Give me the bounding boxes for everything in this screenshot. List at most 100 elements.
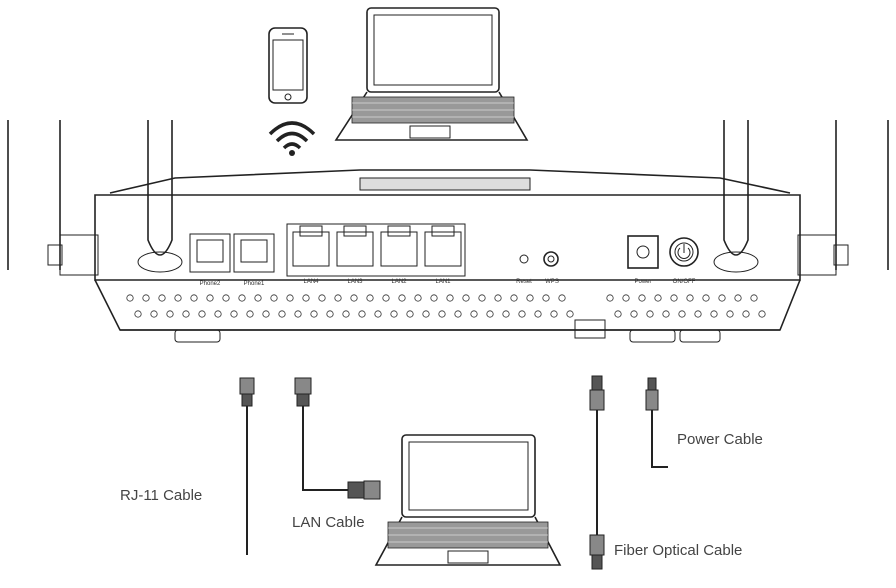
antenna-right-outer [835,120,889,270]
vent-hole [718,294,726,302]
vent-hole [158,294,166,302]
vent-hole [702,294,710,302]
onoff-label: ON/OFF [673,279,696,285]
vent-hole [534,310,542,318]
power-cable-icon [645,377,668,468]
router-icon [47,169,849,343]
lan2-label: LAN2 [391,279,407,285]
wps-button [543,251,559,267]
fiber-cable-icon [589,375,605,570]
vent-hole [342,310,350,318]
wps-label: WPS [545,279,559,285]
vent-hole [566,310,574,318]
lan-cable-icon [294,377,381,500]
vent-hole [478,294,486,302]
lan4-port [292,225,330,267]
vent-hole [470,310,478,318]
vent-hole [462,294,470,302]
vent-hole [406,310,414,318]
lan4-label: LAN4 [303,279,319,285]
vent-hole [182,310,190,318]
vent-hole [302,294,310,302]
vent-hole [486,310,494,318]
rj11-cable-label: RJ-11 Cable [120,487,202,504]
antenna-right-inner [713,120,759,273]
lan1-port [424,225,462,267]
vent-hole [318,294,326,302]
vent-hole [550,310,558,318]
wifi-icon [268,121,316,156]
vent-hole [270,294,278,302]
vent-hole [326,310,334,318]
antenna-left-inner [137,120,183,273]
vent-hole [558,294,566,302]
vent-hole [382,294,390,302]
power-socket [627,235,659,269]
vent-hole [438,310,446,318]
lan-cable-label: LAN Cable [292,514,365,531]
vent-hole [230,310,238,318]
vent-hole [294,310,302,318]
vent-hole [454,310,462,318]
vent-hole [430,294,438,302]
vent-hole [654,294,662,302]
vent-hole [622,294,630,302]
vent-hole [174,294,182,302]
vent-hole [502,310,510,318]
vent-hole [518,310,526,318]
vent-hole [630,310,638,318]
vent-hole [686,294,694,302]
vent-hole [694,310,702,318]
lan3-port [336,225,374,267]
vent-hole [542,294,550,302]
vent-hole [398,294,406,302]
vent-hole [366,294,374,302]
power-cable-label: Power Cable [677,431,763,448]
vent-hole [206,294,214,302]
vent-hole [278,310,286,318]
phone1-port [233,233,275,273]
phone2-port [189,233,231,273]
vent-hole [166,310,174,318]
vent-hole [710,310,718,318]
vent-hole [238,294,246,302]
antenna-left-outer [7,120,61,270]
phone1-label: Phone1 [244,281,265,287]
vent-hole [374,310,382,318]
vent-hole [198,310,206,318]
vent-hole [614,310,622,318]
vent-hole [510,294,518,302]
vent-hole [214,310,222,318]
power-label: Power [634,279,651,285]
vent-hole [742,310,750,318]
vent-hole [254,294,262,302]
phone2-label: Phone2 [200,281,221,287]
onoff-switch [669,237,699,267]
vent-hole [310,310,318,318]
laptop-icon-top [334,7,529,141]
vent-hole [606,294,614,302]
reset-button [519,254,529,264]
rj11-cable-icon [239,377,255,555]
vent-hole [726,310,734,318]
vent-hole [126,294,134,302]
laptop-icon-bottom [374,434,562,566]
vent-hole [414,294,422,302]
vent-hole [446,294,454,302]
vent-hole [262,310,270,318]
vent-hole [142,294,150,302]
vent-hole [334,294,342,302]
lan2-port [380,225,418,267]
vent-hole [750,294,758,302]
reset-label: Reset [516,279,532,285]
lan1-label: LAN1 [435,279,451,285]
lan3-label: LAN3 [347,279,363,285]
vent-hole [758,310,766,318]
smartphone-icon [268,27,308,104]
vent-hole [246,310,254,318]
vent-hole [494,294,502,302]
vent-hole [358,310,366,318]
vent-hole [390,310,398,318]
vent-hole [286,294,294,302]
